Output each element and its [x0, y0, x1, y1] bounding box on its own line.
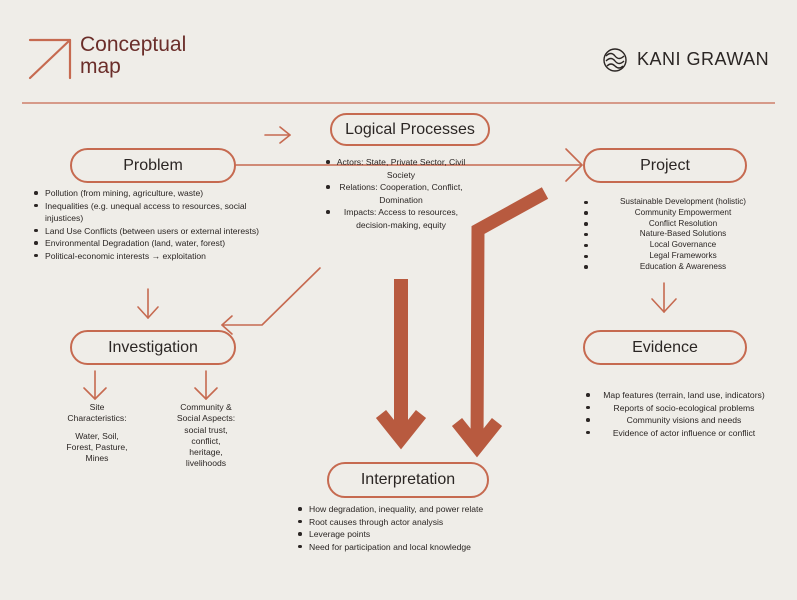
- logical-processes-node: Logical Processes: [330, 113, 490, 146]
- thin-connectors: [83, 126, 677, 400]
- page-title-line-1: Conceptual: [80, 33, 187, 56]
- list-item: Inequalities (e.g. unequal access to res…: [32, 200, 282, 225]
- list-item: Education & Awareness: [580, 262, 780, 273]
- kani-grawan-logo-icon: [603, 48, 627, 72]
- site-title-line-2: Characteristics:: [67, 413, 127, 424]
- arrow-up-right-icon: [28, 38, 72, 80]
- list-item: Actors: State, Private Sector, Civil Soc…: [320, 156, 470, 181]
- list-item: Sustainable Development (holistic): [580, 197, 780, 208]
- list-item: Reports of socio-ecological problems: [580, 402, 780, 415]
- interpretation-list: How degradation, inequality, and power r…: [296, 503, 546, 553]
- list-item: Political-economic interests → exploitat…: [32, 250, 282, 263]
- thick-arrows: [375, 187, 549, 458]
- site-title-line-1: Site: [89, 402, 105, 412]
- list-item: Evidence of actor influence or conflict: [580, 427, 780, 440]
- community-title-line-2: Social Aspects:: [176, 413, 236, 424]
- evidence-label: Evidence: [632, 338, 698, 356]
- site-body-line-3: Mines: [85, 453, 109, 464]
- list-item: Legal Frameworks: [580, 251, 780, 262]
- site-body-line-2: Forest, Pasture,: [66, 441, 128, 452]
- evidence-list: Map features (terrain, land use, indicat…: [580, 389, 780, 439]
- investigation-label: Investigation: [108, 338, 198, 356]
- list-item: Environmental Degradation (land, water, …: [32, 237, 282, 250]
- list-item: Nature-Based Solutions: [580, 229, 780, 240]
- brand-name: KANI GRAWAN: [637, 49, 770, 69]
- evidence-node: Evidence: [583, 330, 747, 365]
- list-item: Root causes through actor analysis: [296, 516, 546, 529]
- page-title: Conceptual map: [80, 34, 186, 78]
- list-item: Community visions and needs: [580, 414, 780, 427]
- list-item: Need for participation and local knowled…: [296, 541, 546, 554]
- interpretation-label: Interpretation: [360, 471, 456, 488]
- list-item: Pollution (from mining, agriculture, was…: [32, 187, 282, 200]
- investigation-node: Investigation: [70, 330, 236, 365]
- community-social-aspects: Community & Social Aspects: social trust…: [160, 402, 252, 470]
- interpretation-node: Interpretation: [327, 462, 489, 498]
- problem-label: Problem: [123, 156, 183, 174]
- logical-processes-list: Actors: State, Private Sector, Civil Soc…: [320, 156, 470, 231]
- list-item: How degradation, inequality, and power r…: [296, 503, 546, 516]
- list-item: Conflict Resolution: [580, 219, 780, 230]
- community-body-line-1: social trust,: [184, 424, 228, 435]
- community-body-line-2: conflict,: [191, 435, 221, 446]
- site-body-line-1: Water, Soil,: [75, 430, 119, 441]
- page-title-line-2: map: [80, 55, 121, 78]
- list-item: Leverage points: [296, 528, 546, 541]
- list-item: Relations: Cooperation, Conflict, Domina…: [320, 181, 470, 206]
- project-list: Sustainable Development (holistic) Commu…: [580, 197, 780, 273]
- list-item: Community Empowerment: [580, 208, 780, 219]
- list-item: Map features (terrain, land use, indicat…: [580, 389, 780, 402]
- problem-list: Pollution (from mining, agriculture, was…: [32, 187, 282, 262]
- list-item: Impacts: Access to resources, decision-m…: [320, 206, 470, 231]
- list-item: Land Use Conflicts (between users or ext…: [32, 225, 282, 238]
- project-node: Project: [583, 148, 747, 183]
- site-characteristics: Site Characteristics: Water, Soil, Fores…: [55, 402, 139, 464]
- logical-processes-label: Logical Processes: [345, 120, 475, 138]
- community-body-line-4: livelihoods: [185, 458, 227, 469]
- community-body-line-3: heritage,: [189, 447, 223, 458]
- problem-node: Problem: [70, 148, 236, 183]
- project-label: Project: [640, 156, 690, 174]
- community-title-line-1: Community &: [180, 402, 232, 412]
- list-item: Local Governance: [580, 240, 780, 251]
